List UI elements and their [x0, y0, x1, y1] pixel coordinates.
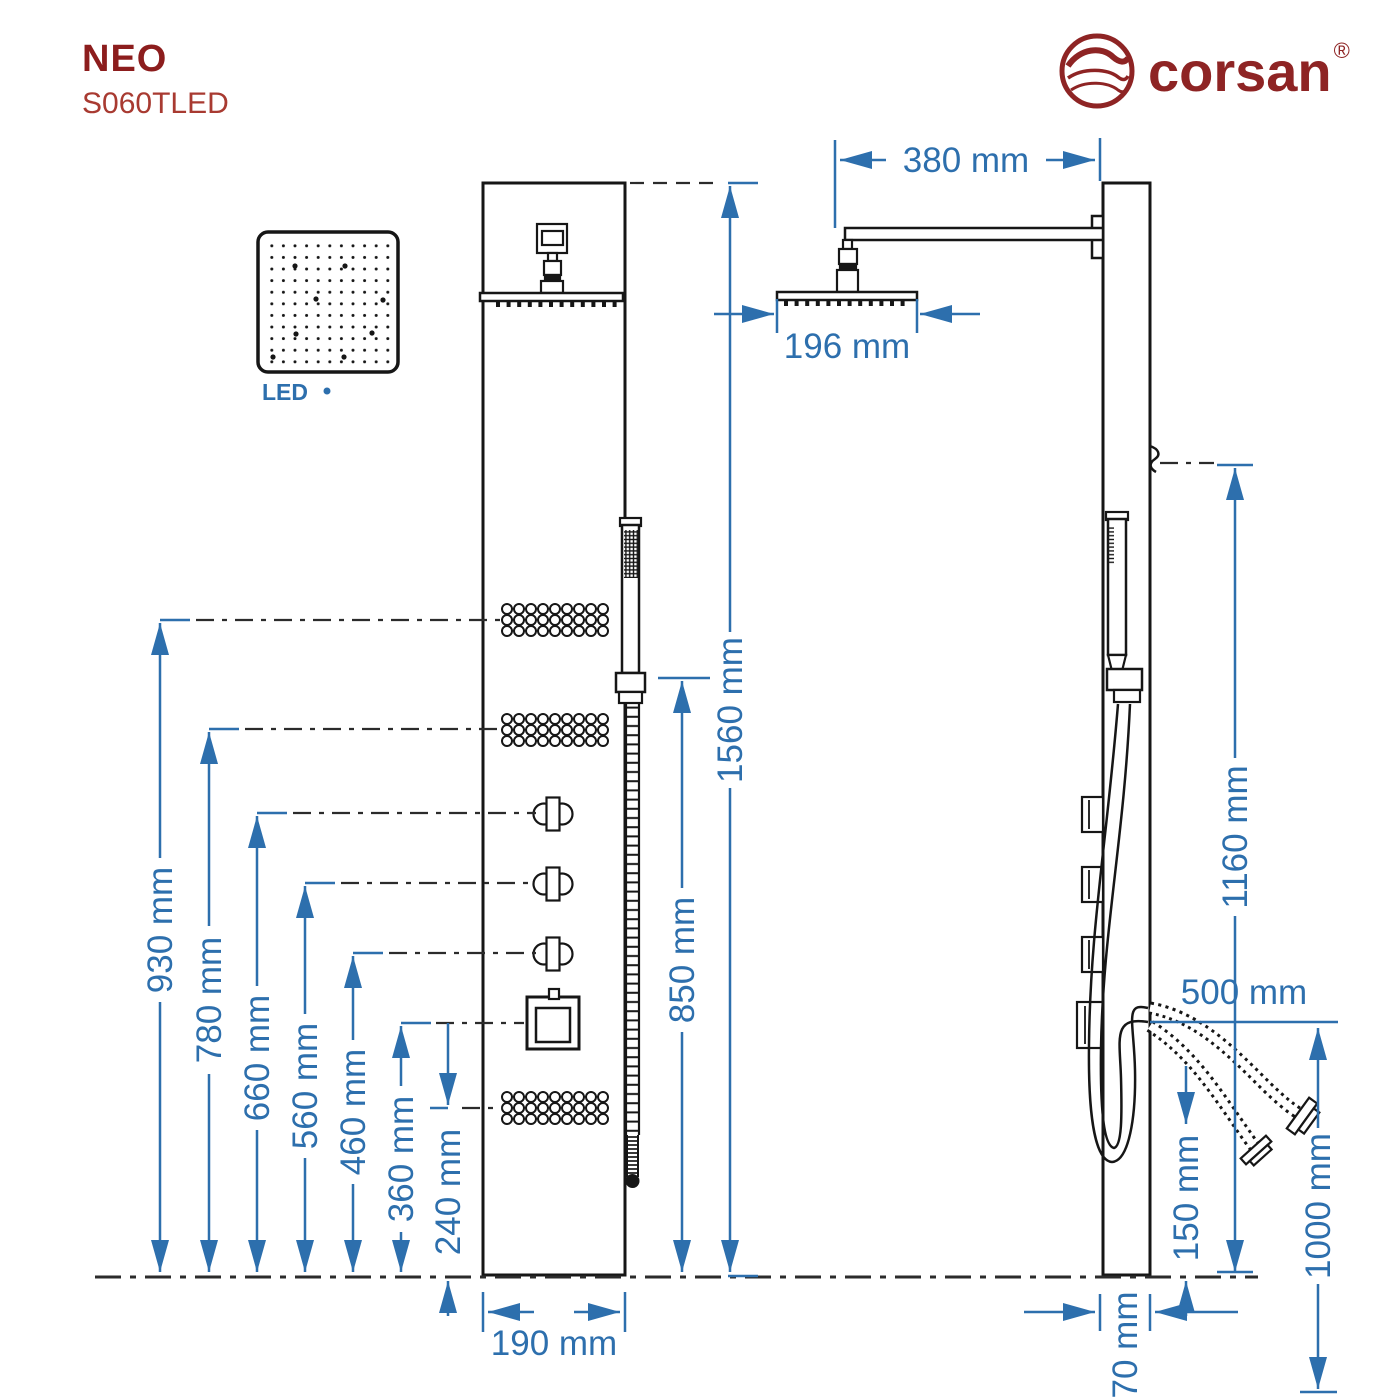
hand-shower-side [1104, 510, 1144, 704]
product-header: NEO S060TLED [82, 38, 229, 120]
dim-panel-depth: 70 mm [1024, 1292, 1238, 1399]
accent-dots [270, 263, 386, 360]
dim-label: 150 mm [1167, 1135, 1206, 1261]
dim-label: 1160 mm [1216, 765, 1255, 908]
dim-560: 560 mm [286, 881, 335, 1272]
dim-240: 240 mm [429, 1023, 468, 1316]
dim-label: 930 mm [141, 867, 180, 993]
dim-label: 1560 mm [711, 637, 750, 783]
dim-label: 240 mm [429, 1129, 468, 1255]
dim-930: 930 mm [141, 618, 190, 1272]
dim-460: 460 mm [334, 951, 383, 1272]
body-jets-upper [501, 603, 609, 637]
dim-label: 380 mm [903, 141, 1029, 180]
side-view [775, 181, 1321, 1277]
reference-lines [196, 181, 1214, 1110]
dim-label: 460 mm [334, 1049, 373, 1175]
dim-total-height: 1560 mm [711, 181, 758, 1278]
dim-label: 780 mm [190, 937, 229, 1063]
front-view [478, 181, 647, 1277]
led-showerhead-top-view: LED [256, 230, 400, 405]
rain-head-front [478, 222, 625, 303]
brand-name: corsan [1148, 39, 1332, 103]
hose-end-fitting-lower [1239, 1134, 1274, 1168]
dim-label: 560 mm [286, 1023, 325, 1149]
hose-end-fitting-upper [1285, 1096, 1321, 1136]
dim-360: 360 mm [382, 1021, 431, 1272]
series-name: NEO [82, 38, 168, 80]
model-code: S060TLED [82, 86, 229, 120]
dimensions: 1560 mm 850 mm 930 mm 780 mm [141, 138, 1338, 1398]
thermostat-display-front [525, 987, 581, 1051]
spray-dots [266, 240, 390, 364]
shower-arm-side [843, 226, 1105, 242]
dim-150: 150 mm [1167, 1066, 1206, 1316]
dim-arm-projection: 380 mm [833, 138, 1102, 228]
registered-trademark: ® [1333, 38, 1350, 63]
dim-780: 780 mm [190, 727, 239, 1272]
shower-hose-front [624, 703, 641, 1188]
body-jets-lower [501, 1091, 609, 1125]
body-jets-middle [501, 713, 609, 747]
dim-1000: 1000 mm [1299, 1028, 1338, 1394]
brand-logo: corsan ® [1056, 30, 1350, 112]
dim-660: 660 mm [238, 811, 287, 1272]
dim-1160: 1160 mm [1216, 463, 1255, 1274]
dim-label: 70 mm [1106, 1292, 1145, 1399]
wall-bracket-hook [1149, 444, 1160, 474]
dim-label: 850 mm [663, 897, 702, 1023]
dim-label: 190 mm [491, 1324, 617, 1363]
led-bullet-icon [323, 387, 331, 395]
brand-wave-icon [1059, 33, 1135, 109]
dim-500: 500 mm [1150, 973, 1338, 1024]
dim-label: 500 mm [1181, 973, 1307, 1012]
control-knobs-front [532, 796, 574, 972]
braided-hoses [1146, 1001, 1321, 1168]
panel-body-side [1101, 181, 1152, 1277]
dim-hand-shower-height: 850 mm [658, 676, 710, 1272]
dim-panel-width: 190 mm [481, 1292, 627, 1363]
led-label: LED [262, 379, 308, 405]
hose-loop-side [1087, 703, 1149, 1164]
dim-label: 196 mm [784, 327, 910, 366]
rain-head-joint-side [775, 238, 919, 302]
dim-head-depth: 196 mm [714, 299, 980, 366]
hand-shower-front [614, 516, 647, 705]
dim-label: 1000 mm [1299, 1133, 1338, 1279]
dim-label: 360 mm [382, 1096, 421, 1222]
dim-label: 660 mm [238, 995, 277, 1121]
